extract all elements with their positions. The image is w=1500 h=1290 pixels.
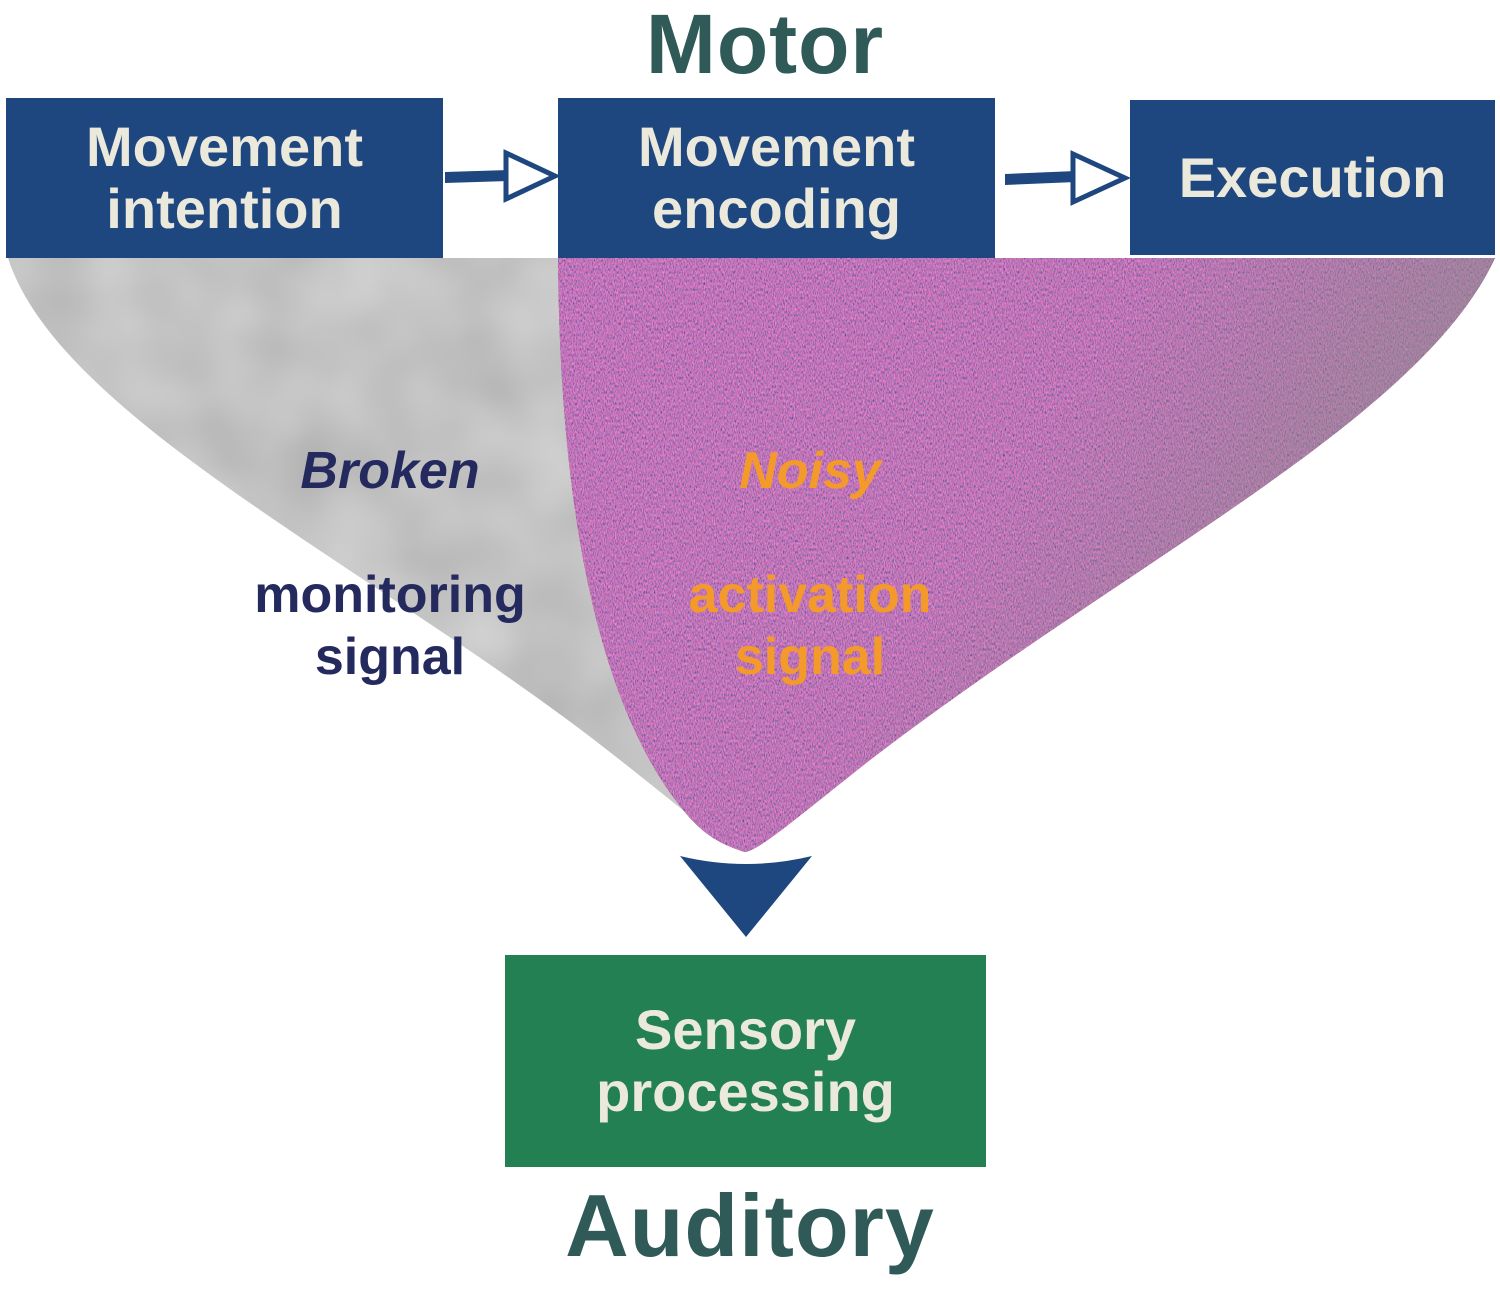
broken-monitoring-signal-label: Broken monitoring signal bbox=[200, 378, 580, 750]
noisy-activation-signal-label: Noisy activation signal bbox=[630, 378, 990, 750]
sensory-processing-label: Sensory processing bbox=[596, 998, 895, 1123]
arrow-intention-to-encoding bbox=[445, 149, 561, 203]
broken-emphasis: Broken bbox=[300, 442, 480, 500]
execution-label: Execution bbox=[1178, 145, 1447, 209]
execution-box: Execution bbox=[1130, 100, 1495, 255]
movement-encoding-label: Movement encoding bbox=[638, 115, 915, 240]
arrow-encoding-to-execution bbox=[1005, 150, 1131, 206]
broken-rest: monitoring signal bbox=[254, 566, 526, 686]
noisy-emphasis: Noisy bbox=[739, 442, 881, 500]
movement-encoding-box: Movement encoding bbox=[558, 98, 995, 258]
movement-intention-box: Movement intention bbox=[6, 98, 443, 258]
motor-heading: Motor bbox=[645, 0, 885, 91]
down-arrow-head bbox=[680, 856, 812, 937]
auditory-heading: Auditory bbox=[565, 1176, 935, 1275]
sensory-processing-box: Sensory processing bbox=[505, 955, 986, 1167]
noisy-rest: activation signal bbox=[688, 566, 932, 686]
movement-intention-label: Movement intention bbox=[86, 115, 363, 240]
